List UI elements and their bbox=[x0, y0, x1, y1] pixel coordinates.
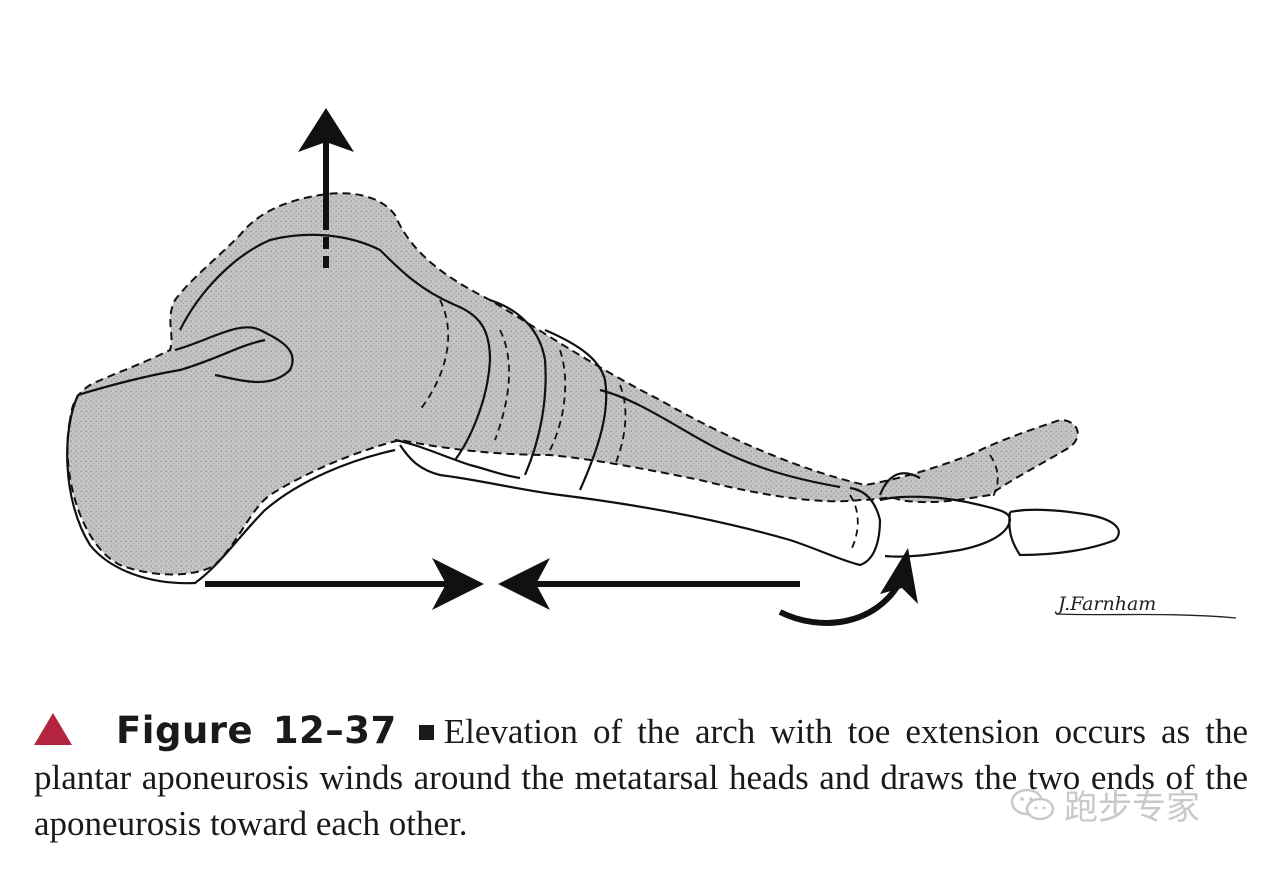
square-separator-icon bbox=[419, 725, 434, 740]
signature-text: J.Farnham bbox=[1054, 593, 1156, 615]
elevated-foot-bones bbox=[67, 193, 1077, 574]
watermark: 跑步专家 bbox=[1010, 780, 1200, 829]
foot-diagram: J.Farnham bbox=[0, 0, 1280, 680]
triangle-marker-icon bbox=[34, 713, 72, 745]
aponeurosis-tension-arrows bbox=[205, 558, 800, 610]
figure-label: Figure 12–37 bbox=[116, 709, 397, 752]
watermark-text: 跑步专家 bbox=[1064, 780, 1200, 829]
wechat-bubbles-icon bbox=[1010, 787, 1056, 823]
windlass-curved-arrow bbox=[780, 548, 918, 623]
illustrator-signature: J.Farnham bbox=[1054, 593, 1236, 618]
